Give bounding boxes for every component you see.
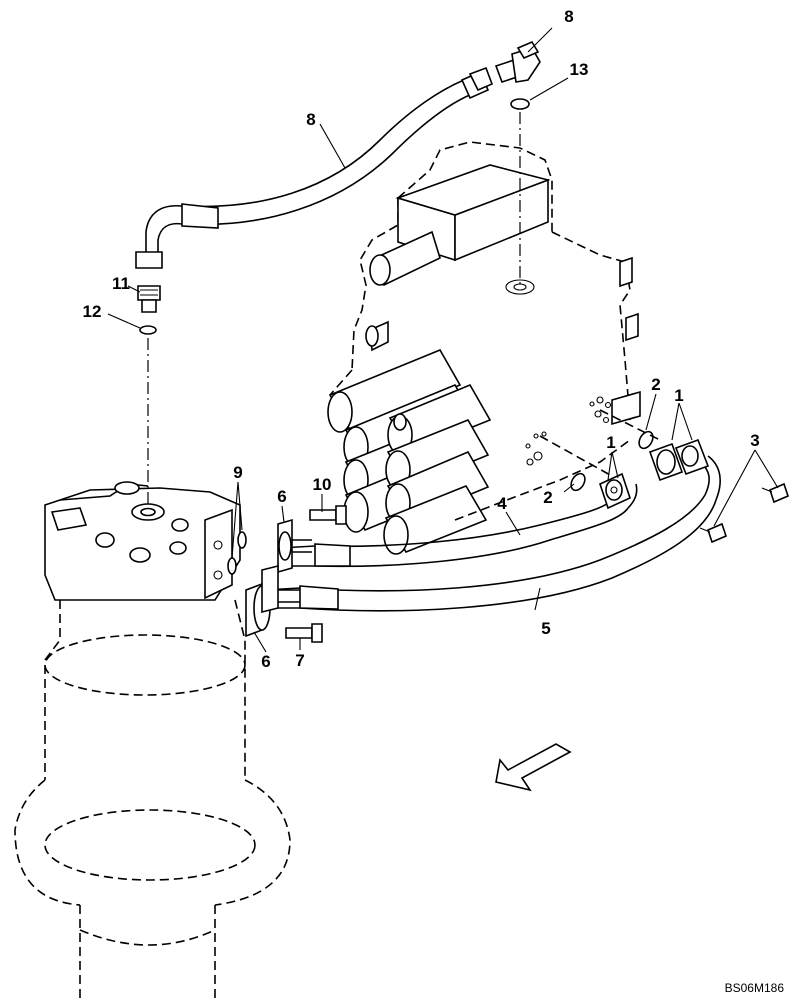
swing-motor (14, 481, 291, 1000)
bolt-8b (285, 623, 323, 643)
control-valve (327, 141, 641, 555)
callout-6b: 6 (261, 652, 270, 671)
callouts: 8 13 8 11 12 9 6 10 6 7 4 5 2 1 2 1 3 (83, 7, 760, 671)
reference-code: BS06M186 (725, 981, 785, 995)
leader-lines (107, 27, 779, 653)
flange-6b (245, 564, 300, 638)
hose-5 (299, 455, 721, 612)
o-ring-10 (139, 325, 157, 335)
o-ring-2b (638, 430, 654, 450)
callout-5: 5 (541, 619, 550, 638)
callout-4: 4 (497, 494, 507, 513)
callout-3: 3 (750, 431, 759, 450)
adapter-9 (137, 285, 161, 313)
callout-8a: 10 (313, 475, 332, 494)
callout-2a: 2 (543, 488, 552, 507)
bolt-3a (699, 522, 727, 544)
split-flange-1b (648, 438, 710, 482)
hose-4 (314, 479, 638, 568)
callout-8b: 7 (295, 651, 304, 670)
callout-1b: 1 (674, 386, 683, 405)
hose-tube-stub (264, 545, 316, 609)
o-ring-7b (227, 557, 237, 575)
callout-11: 8 (306, 110, 315, 129)
callout-12: 8 (564, 7, 573, 26)
callout-2b: 2 (651, 375, 660, 394)
o-ring-13 (510, 98, 530, 110)
front-direction-arrow-icon (495, 743, 572, 792)
flange-6a (277, 518, 312, 574)
alignment-dashes-3 (539, 409, 661, 477)
callout-7: 9 (233, 463, 242, 482)
split-flange-1a (599, 472, 631, 510)
callout-10: 12 (83, 302, 102, 321)
o-ring-7a (237, 531, 247, 549)
elbow-fitting-12 (494, 40, 541, 84)
callout-6a: 6 (277, 487, 286, 506)
bolt-8a (309, 505, 347, 525)
hose-11 (135, 66, 494, 269)
callout-1a: 1 (606, 433, 615, 452)
bolt-3b (761, 482, 789, 504)
o-ring-2a (570, 472, 586, 492)
callout-13: 13 (570, 60, 589, 79)
callout-9: 11 (112, 274, 130, 293)
